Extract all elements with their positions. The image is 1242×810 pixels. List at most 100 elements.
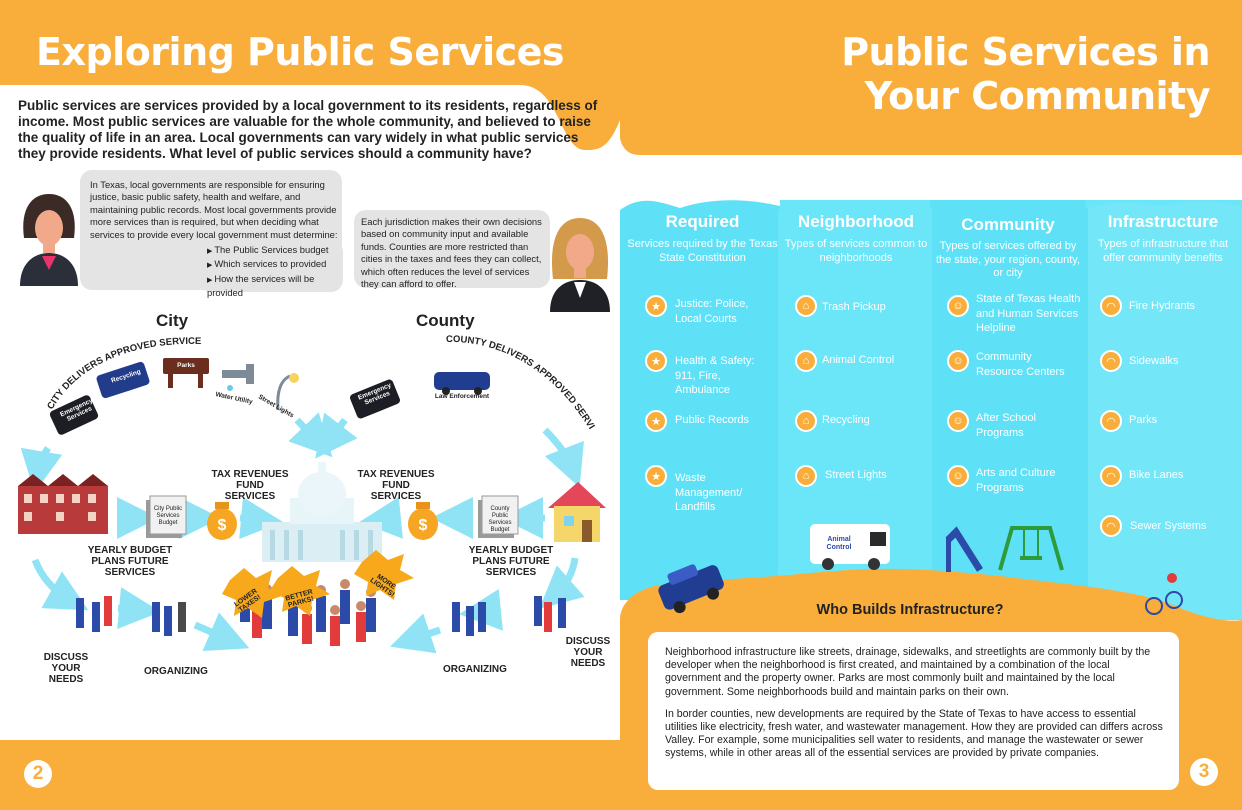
column-title: Infrastructure bbox=[1107, 212, 1219, 231]
svg-text:$: $ bbox=[218, 517, 227, 534]
emergency-vehicle-icon-city bbox=[49, 395, 99, 435]
list-item: Health & Safety: 911, Fire, Ambulance bbox=[675, 355, 755, 396]
list-item: Justice: Police, Local Courts bbox=[675, 298, 749, 325]
list-item: Animal Control bbox=[822, 354, 895, 366]
list-item: Which services to provided bbox=[207, 258, 335, 272]
column-community: Community Types of services offered by t… bbox=[934, 215, 1082, 281]
tax-revenues-city: TAX REVENUES FUND SERVICES bbox=[211, 469, 289, 502]
yearly-budget-city: YEARLY BUDGET PLANS FUTURE SERVICES bbox=[87, 545, 173, 578]
woman-avatar-left bbox=[20, 194, 78, 286]
list-item: Public Records bbox=[675, 414, 749, 426]
list-item: Community Resource Centers bbox=[976, 351, 1065, 378]
people-icon: ☺ bbox=[947, 465, 969, 487]
column-neighborhood: Neighborhood Types of services common to… bbox=[780, 212, 932, 265]
list-item: Sewer Systems bbox=[1130, 520, 1207, 532]
list-item: Bike Lanes bbox=[1129, 469, 1184, 481]
diagram-svg: CITY DELIVERS APPROVED SERVICES COUNTY D… bbox=[0, 290, 606, 654]
tax-revenues-county: TAX REVENUES FUND SERVICES bbox=[357, 469, 435, 502]
column-title: Required bbox=[665, 212, 740, 231]
intro-paragraph: Public services are services provided by… bbox=[18, 98, 598, 161]
sign-burst-more-lights bbox=[354, 550, 414, 600]
park-bench-icon bbox=[163, 358, 209, 388]
county-budget-doc-label: County Public Services Budget bbox=[488, 506, 512, 533]
law-enforcement-label: Law Enforcement bbox=[434, 393, 490, 400]
hard-hat-icon: ◠ bbox=[1100, 465, 1122, 487]
column-subtitle: Types of infrastructure that offer commu… bbox=[1097, 238, 1229, 264]
list-item: Recycling bbox=[822, 414, 870, 426]
flow-arrows bbox=[20, 412, 585, 654]
right-illustrations bbox=[658, 524, 1183, 615]
house-icon: ⌂ bbox=[795, 410, 817, 432]
page-number-left: 2 bbox=[24, 760, 52, 788]
people-icon: ☺ bbox=[947, 410, 969, 432]
infra-heading: Who Builds Infrastructure? bbox=[816, 602, 1004, 618]
emergency-vehicle-icon-county bbox=[350, 379, 400, 419]
house-icon: ⌂ bbox=[795, 465, 817, 487]
sign-burst-lower-taxes bbox=[222, 568, 282, 618]
column-subtitle: Types of services offered by the state, … bbox=[935, 240, 1081, 279]
list-item: The Public Services budget bbox=[207, 244, 335, 258]
infra-paragraph-1: Neighborhood infrastructure like streets… bbox=[665, 646, 1151, 698]
county-budget-doc bbox=[481, 495, 519, 535]
speech-bubble-right: Each jurisdiction makes their own decisi… bbox=[354, 210, 550, 290]
infra-text-box: Neighborhood infrastructure like streets… bbox=[648, 632, 1179, 790]
house-icon bbox=[548, 482, 606, 542]
list-item: Sidewalks bbox=[1129, 355, 1179, 367]
city-budget-doc-label: City Public Services Budget bbox=[153, 506, 183, 526]
list-item: Street Lights bbox=[825, 469, 887, 481]
column-title: Community bbox=[961, 215, 1055, 234]
hard-hat-icon: ◠ bbox=[1100, 410, 1122, 432]
page-number-right: 3 bbox=[1190, 758, 1218, 786]
list-item: Parks bbox=[1129, 414, 1158, 426]
list-item: Fire Hydrants bbox=[1129, 300, 1196, 312]
organizing-group-city-icon bbox=[152, 602, 186, 636]
police-car-icon bbox=[658, 564, 724, 614]
bicycle-icon bbox=[1145, 573, 1183, 615]
hard-hat-icon: ◠ bbox=[1100, 350, 1122, 372]
list-item: Arts and Culture Programs bbox=[976, 467, 1056, 494]
woman-avatar-right bbox=[550, 218, 610, 312]
people-icon: ☺ bbox=[947, 350, 969, 372]
bubble-left-list: The Public Services budget Which service… bbox=[207, 244, 335, 300]
column-subtitle: Types of services common to neighborhood… bbox=[784, 238, 928, 264]
yearly-budget-county: YEARLY BUDGET PLANS FUTURE SERVICES bbox=[468, 545, 554, 578]
slide-icon bbox=[945, 526, 983, 572]
column-subtitle: Services required by the Texas State Con… bbox=[627, 238, 778, 264]
list-item: State of Texas Health and Human Services… bbox=[976, 293, 1081, 334]
column-title: Neighborhood bbox=[797, 212, 915, 231]
sign-burst-better-parks bbox=[270, 566, 330, 616]
county-label: County bbox=[416, 311, 475, 330]
bubble-right-text: Each jurisdiction makes their own decisi… bbox=[361, 216, 542, 290]
organizing-county: ORGANIZING bbox=[443, 664, 507, 675]
svg-text:$: $ bbox=[419, 517, 428, 534]
animal-control-van-icon bbox=[810, 524, 890, 570]
column-infrastructure: Infrastructure Types of infrastructure t… bbox=[1088, 212, 1238, 265]
people-icon: ☺ bbox=[947, 295, 969, 317]
discuss-needs-city: DISCUSS YOUR NEEDS bbox=[43, 652, 89, 685]
left-page-title: Exploring Public Services bbox=[36, 30, 565, 74]
star-icon: ★ bbox=[645, 465, 667, 487]
animal-control-van-label: Animal Control bbox=[826, 536, 852, 551]
capitol-building-icon bbox=[262, 462, 382, 562]
star-icon: ★ bbox=[645, 295, 667, 317]
parks-label: Parks bbox=[177, 362, 195, 369]
star-icon: ★ bbox=[645, 410, 667, 432]
police-car-icon bbox=[434, 372, 490, 395]
right-page-title: Public Services in Your Community bbox=[841, 30, 1210, 118]
discuss-group-city-icon bbox=[76, 596, 112, 632]
hard-hat-icon: ◠ bbox=[1100, 515, 1122, 537]
bubble-list-box: The Public Services budget Which service… bbox=[199, 240, 343, 298]
recycling-truck-icon bbox=[96, 361, 150, 399]
money-bag-icon-city: $ bbox=[207, 502, 237, 540]
discuss-needs-county: DISCUSS YOUR NEEDS bbox=[565, 636, 611, 669]
street-light-icon bbox=[276, 373, 299, 411]
discuss-group-county-icon bbox=[534, 596, 566, 632]
city-arc-text: CITY DELIVERS APPROVED SERVICES bbox=[0, 290, 201, 411]
water-utility-icon bbox=[222, 364, 254, 391]
money-bag-icon-county: $ bbox=[408, 502, 438, 540]
swing-icon bbox=[998, 526, 1064, 571]
house-icon: ⌂ bbox=[795, 350, 817, 372]
house-icon: ⌂ bbox=[795, 295, 817, 317]
city-budget-doc bbox=[149, 495, 187, 535]
star-icon: ★ bbox=[645, 350, 667, 372]
